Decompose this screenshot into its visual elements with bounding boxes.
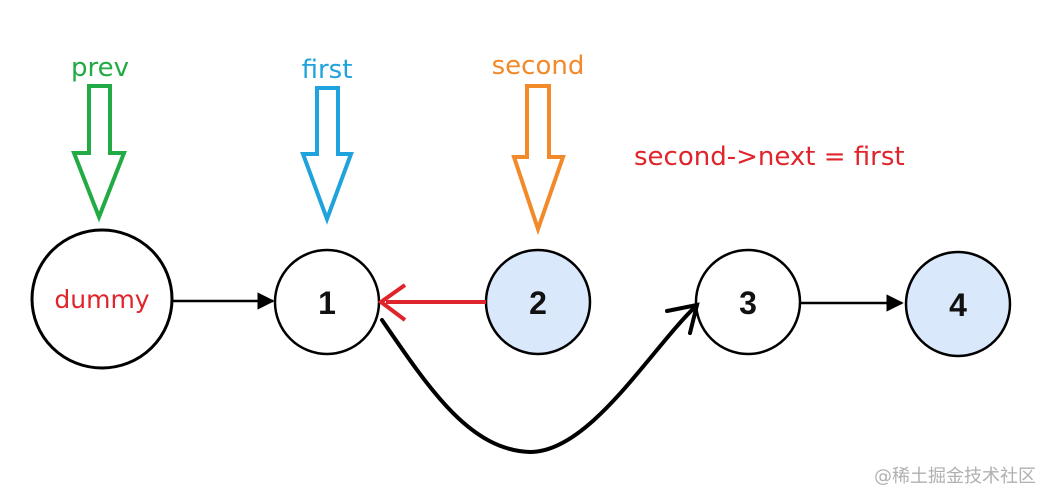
edge-1-to-3-arrowhead-icon: [665, 302, 700, 335]
node-3: [694, 248, 802, 356]
node-1-label: 1: [318, 285, 336, 321]
node-4: [904, 250, 1012, 358]
node-3-label: 3: [739, 285, 757, 321]
second-arrow-icon: [511, 84, 566, 236]
first-label: first: [302, 55, 353, 85]
first-arrow-icon: [300, 86, 354, 225]
edge-2-to-1-arrowhead-icon: [377, 283, 407, 322]
prev-arrow-icon: [71, 84, 127, 223]
node-2-label: 2: [529, 285, 547, 321]
prev-label: prev: [71, 53, 129, 83]
node-dummy-label: dummy: [54, 285, 149, 314]
node-4-label: 4: [949, 287, 967, 323]
annotation-text: second->next = first: [634, 142, 905, 172]
edge-1-to-3-curve: [380, 304, 698, 455]
node-dummy: [30, 228, 174, 370]
second-label: second: [492, 51, 585, 81]
watermark-text: @稀土掘金技术社区: [874, 466, 1036, 487]
